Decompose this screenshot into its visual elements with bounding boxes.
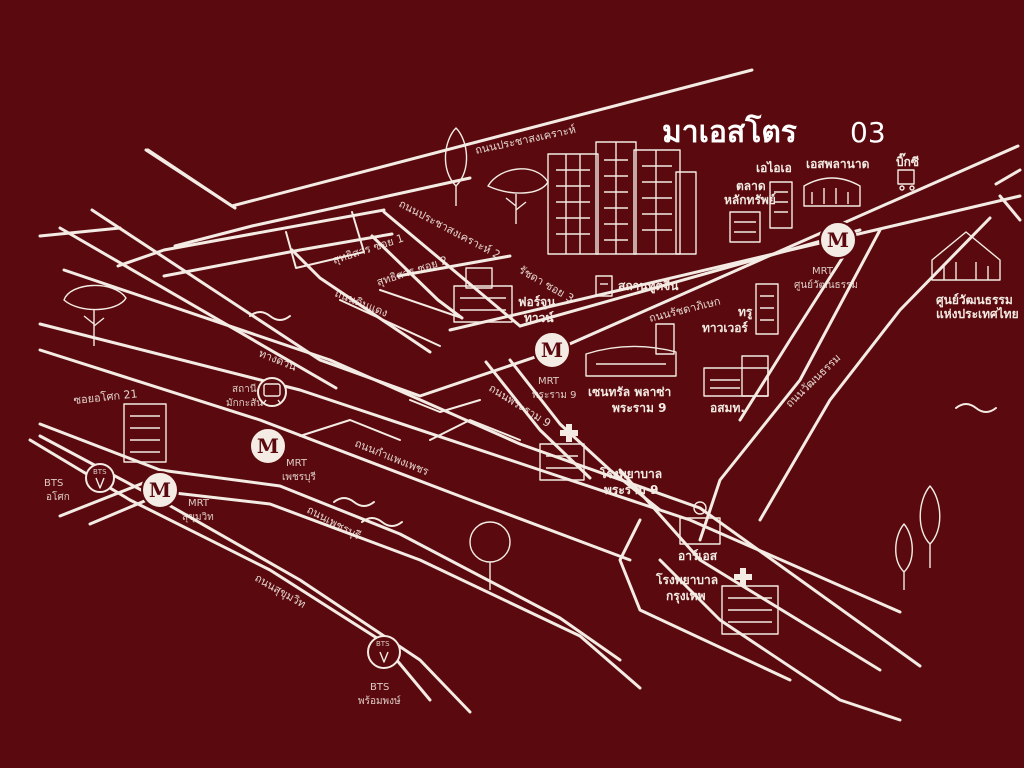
hospital-rama9-icon	[539, 424, 585, 481]
station-name-phrom-phong: พร้อมพงษ์	[358, 695, 401, 707]
road-label-prachasongkhro-2: ถนนประชาสงเคราะห์ 2	[397, 197, 503, 262]
road-label-din-daeng: ถนนดินแดง	[333, 287, 390, 320]
stock-market-icon	[729, 211, 761, 243]
mrt-station-rama9[interactable]: M MRT พระราม 9	[532, 331, 576, 401]
station-name-thailand-cultural-centre: ศูนย์วัฒนธรรม	[794, 279, 858, 291]
mrt-label: MRT	[538, 376, 560, 387]
bts-label: BTS	[370, 682, 389, 693]
aia-tower-icon	[769, 181, 793, 229]
bts-label: BTS	[44, 478, 63, 489]
maestro-building-icon	[547, 141, 697, 255]
station-name-rama9: พระราม 9	[532, 390, 576, 401]
label-cultural-line1: ศูนย์วัฒนธรรม	[936, 293, 1013, 308]
water-wave	[955, 403, 997, 413]
title-text: มาเอสโตร	[662, 113, 797, 150]
bts-icon-text: BTS	[376, 640, 390, 648]
hospital-bangkok-icon	[721, 568, 779, 635]
cultural-centre-icon	[931, 231, 1001, 281]
road-label-wattanatham: ถนนวัฒนธรรม	[783, 351, 843, 410]
label-chinese-embassy: สถานทูตจีน	[618, 279, 679, 294]
label-makkasan-line2: มักกะสัน	[226, 398, 263, 409]
tree-icon	[469, 521, 511, 590]
label-central-line2: พระราม 9	[612, 401, 666, 415]
water-wave	[249, 311, 291, 321]
mrt-station-phetchaburi[interactable]: M MRT เพชรบุรี	[249, 427, 317, 483]
road-label-rama9: ถนนพระราม 9	[486, 382, 553, 430]
mrt-m-letter: M	[257, 434, 279, 458]
road-label-asok21: ซอยอโศก 21	[73, 386, 138, 407]
label-true-line1: ทรู	[738, 305, 753, 320]
label-makkasan-line1: สถานี	[232, 383, 257, 395]
central-plaza-icon	[585, 323, 677, 377]
tree-icon	[444, 127, 468, 206]
label-fortune-line1: ฟอร์จูน	[518, 295, 556, 310]
label-esplanade: เอสพลานาด	[806, 157, 870, 171]
mcot-building-icon	[703, 355, 769, 397]
tree-icon	[63, 284, 127, 346]
mrt-station-sukhumvit[interactable]: M MRT สุขุมวิท	[141, 471, 214, 523]
tree-icon	[919, 485, 941, 568]
mrt-label: MRT	[188, 498, 210, 509]
road-label-expressway: ทางด่วน	[257, 347, 299, 374]
label-hospital-bkk-line2: กรุงเทพ	[666, 589, 706, 604]
asok-building-icon	[123, 403, 167, 463]
label-aia: เอไอเอ	[756, 160, 792, 175]
train-station-makkasan[interactable]	[257, 377, 287, 407]
true-tower-icon	[755, 283, 779, 335]
label-hospital-bkk-line1: โรงพยาบาล	[655, 572, 718, 587]
bts-icon-text: BTS	[93, 468, 107, 476]
label-central-line1: เซนทรัล พลาซ่า	[588, 385, 671, 399]
station-name-phetchaburi: เพชรบุรี	[282, 471, 317, 483]
label-market-line2: หลักทรัพย์	[724, 193, 776, 207]
fortune-town-building-icon	[453, 267, 513, 323]
mrt-m-letter: M	[149, 478, 171, 502]
bts-station-asok[interactable]: BTS BTS อโศก	[44, 463, 115, 503]
mrt-m-letter: M	[541, 338, 563, 362]
bts-station-phrom-phong[interactable]: BTS BTS พร้อมพงษ์	[358, 635, 401, 707]
mrt-label: MRT	[812, 266, 834, 277]
station-name-sukhumvit: สุขุมวิท	[182, 512, 214, 523]
water-wave	[361, 517, 403, 527]
label-true-line2: ทาวเวอร์	[702, 321, 748, 335]
esplanade-building-icon	[803, 177, 861, 207]
place-labels: เอสพลานาด บิ๊กซี เอไอเอ ตลาด หลักทรัพย์ …	[226, 152, 1019, 604]
label-hospital-rama9-line1: โรงพยาบาล	[599, 466, 662, 481]
label-market-line1: ตลาด	[736, 179, 766, 193]
road-label-soi2: สุทธิสาร ซอย 2	[375, 254, 449, 289]
label-big-c: บิ๊กซี	[896, 152, 919, 169]
label-cultural-line2: แห่งประเทศไทย	[936, 306, 1019, 321]
tree-icon	[487, 168, 549, 224]
label-mcot: อสมท.	[710, 401, 745, 415]
mrt-label: MRT	[286, 458, 308, 469]
water-wave	[333, 497, 375, 507]
label-fortune-line2: ทาวน์	[524, 311, 554, 325]
embassy-icon	[595, 275, 613, 297]
rs-building-icon	[679, 501, 721, 545]
label-hospital-rama9-line2: พระราม 9	[604, 483, 658, 497]
label-rs: อาร์เอส	[678, 549, 718, 563]
big-c-icon	[897, 169, 915, 191]
title-number: 03	[850, 116, 886, 149]
mrt-m-letter: M	[827, 228, 849, 252]
road-label-kamphaeng-phet: ถนนกำแพงเพชร	[353, 437, 431, 479]
tree-icon	[895, 523, 913, 590]
station-name-asok: อโศก	[46, 490, 70, 503]
map-title: มาเอสโตร 03	[662, 113, 886, 150]
mrt-station-thailand-cultural-centre[interactable]: M MRT ศูนย์วัฒนธรรม	[794, 221, 858, 291]
road-network	[28, 68, 1022, 722]
